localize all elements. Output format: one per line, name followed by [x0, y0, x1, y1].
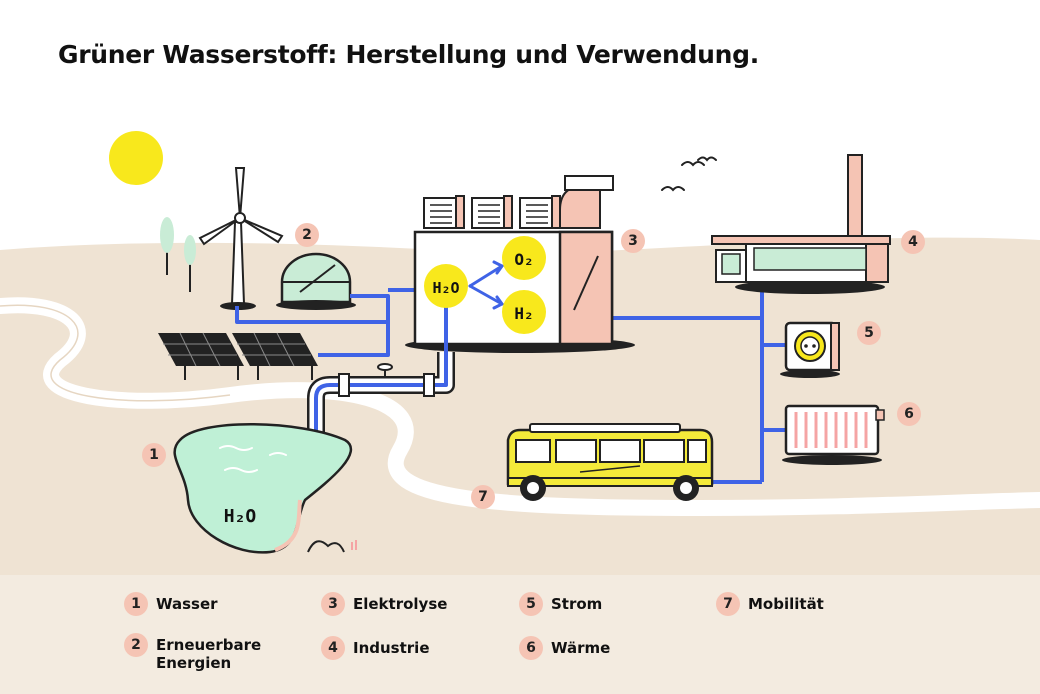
marker-radiator: 6 — [897, 402, 921, 426]
marker-renewables: 2 — [295, 223, 319, 247]
marker-socket: 5 — [857, 321, 881, 345]
legend-number: 1 — [124, 592, 148, 616]
legend-number: 6 — [519, 636, 543, 660]
legend-item-waerme: 6 Wärme — [519, 636, 610, 660]
birds-icon — [661, 156, 717, 192]
legend-item-strom: 5 Strom — [519, 592, 602, 616]
legend-number: 5 — [519, 592, 543, 616]
hydrogen-output-circle — [502, 290, 546, 334]
legend-number: 7 — [716, 592, 740, 616]
energy-lines — [235, 288, 785, 484]
legend-label: Erneuerbare Energien — [156, 636, 262, 672]
bush-icon — [307, 540, 357, 553]
legend-item-mobilitaet: 7 Mobilität — [716, 592, 824, 616]
lake — [173, 423, 353, 554]
water-pipe — [307, 352, 455, 458]
marker-factory: 4 — [901, 230, 925, 254]
page-title: Grüner Wasserstoff: Herstellung und Verw… — [58, 40, 759, 69]
electrolyzer-oxygen-label: O₂ — [514, 250, 533, 269]
legend-background — [0, 575, 1040, 694]
path-edge — [0, 304, 231, 402]
trees-icon — [160, 217, 196, 292]
legend-item-wasser: 1 Wasser — [124, 592, 218, 616]
legend-label: Mobilität — [748, 595, 824, 613]
legend-number: 2 — [124, 633, 148, 657]
marker-bus: 7 — [471, 485, 495, 509]
radiator-icon — [782, 404, 885, 465]
legend-label: Wasser — [156, 595, 218, 613]
sun-icon — [109, 131, 163, 185]
legend-number: 4 — [321, 636, 345, 660]
wind-turbine-icon — [198, 167, 284, 310]
electrolyzer-hydrogen-label: H₂ — [514, 304, 533, 323]
legend-label: Industrie — [353, 639, 430, 657]
biogas-plant-icon — [276, 252, 356, 310]
marker-electrolyzer: 3 — [621, 229, 645, 253]
electrolyzer-input-label: H₂O — [432, 279, 459, 297]
legend-item-erneuerbare-energien: 2 Erneuerbare Energien — [124, 633, 266, 672]
legend-item-elektrolyse: 3 Elektrolyse — [321, 592, 447, 616]
bus-icon — [506, 423, 714, 501]
oxygen-output-circle — [502, 236, 546, 280]
factory-icon — [711, 154, 891, 294]
solar-panels-icon — [158, 332, 318, 380]
water-input-circle — [424, 264, 468, 308]
power-socket-icon — [780, 321, 840, 378]
legend-label: Strom — [551, 595, 603, 613]
legend-label: Wärme — [551, 639, 611, 657]
legend-number: 3 — [321, 592, 345, 616]
legend-label: Elektrolyse — [353, 595, 448, 613]
lake-label: H₂O — [224, 506, 257, 527]
legend-item-industrie: 4 Industrie — [321, 636, 430, 660]
marker-lake: 1 — [142, 443, 166, 467]
